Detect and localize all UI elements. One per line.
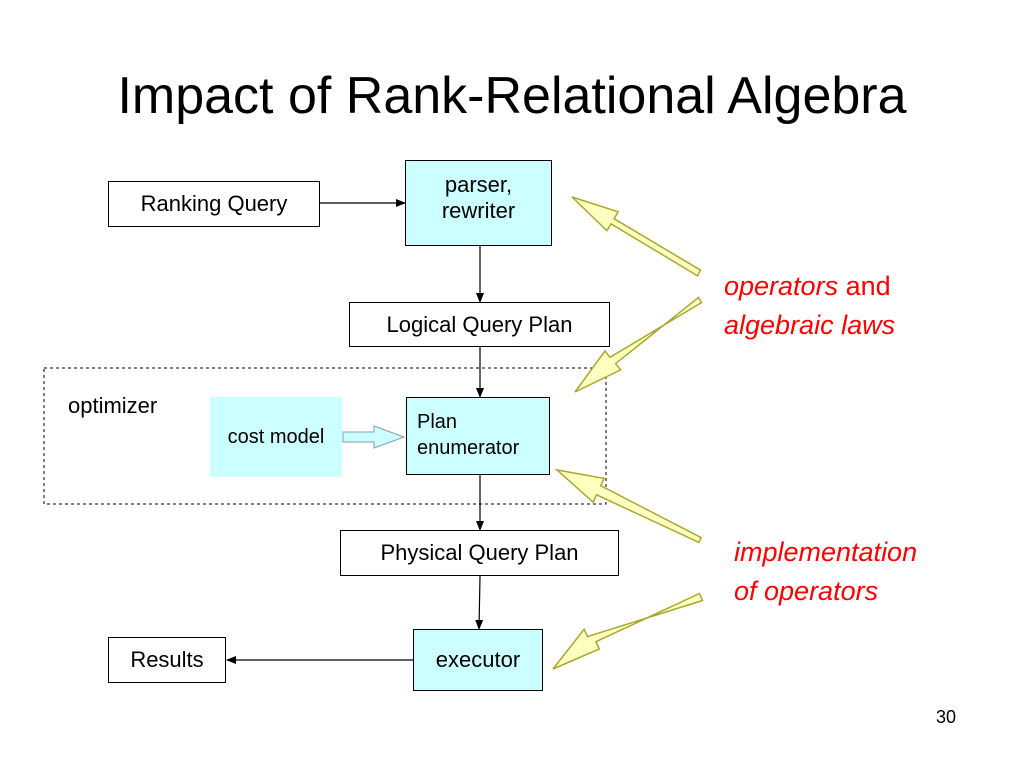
results-box: Results <box>108 637 226 683</box>
plan-label: Plan <box>417 411 458 433</box>
enumerator-label: enumerator <box>417 437 520 459</box>
callout-arrow-logical <box>574 296 703 393</box>
cost-model-box: cost model <box>210 397 342 477</box>
logical-query-plan-label: Logical Query Plan <box>386 311 573 337</box>
of-operators-text: of operators <box>734 576 879 606</box>
and-text: and <box>845 271 891 301</box>
executor-label: executor <box>435 647 521 672</box>
rewriter-label: rewriter <box>441 198 516 223</box>
operators-laws-note: operators and algebraic laws <box>724 267 895 345</box>
implementation-note: implementation of operators <box>734 533 917 611</box>
slide-title: Impact of Rank-Relational Algebra <box>117 67 907 125</box>
cost-to-enumerator-arrow <box>342 425 406 449</box>
cost-model-label: cost model <box>227 426 325 448</box>
logical-query-plan-box: Logical Query Plan <box>349 302 610 347</box>
results-label: Results <box>130 647 204 672</box>
plan-enumerator-box: Plan enumerator <box>406 397 550 475</box>
parser-label: parser, <box>444 172 513 197</box>
implementation-text: implementation <box>734 537 918 567</box>
arrow-physical-to-executor <box>475 575 484 630</box>
ranking-query-label: Ranking Query <box>140 191 288 216</box>
optimizer-label: optimizer <box>68 393 158 418</box>
optimizer-region <box>43 367 607 505</box>
operators-text: operators <box>724 271 839 301</box>
executor-box: executor <box>413 629 543 691</box>
callout-arrow-parser <box>571 196 702 277</box>
algebraic-laws-text: algebraic laws <box>724 310 896 340</box>
callout-arrow-executor <box>552 592 704 670</box>
ranking-query-box: Ranking Query <box>108 181 320 227</box>
parser-rewriter-box: parser, rewriter <box>405 160 552 246</box>
physical-query-plan-label: Physical Query Plan <box>380 540 579 565</box>
physical-query-plan-box: Physical Query Plan <box>340 530 619 576</box>
callout-arrow-enumerator <box>554 468 703 544</box>
page-number: 30 <box>936 707 957 727</box>
